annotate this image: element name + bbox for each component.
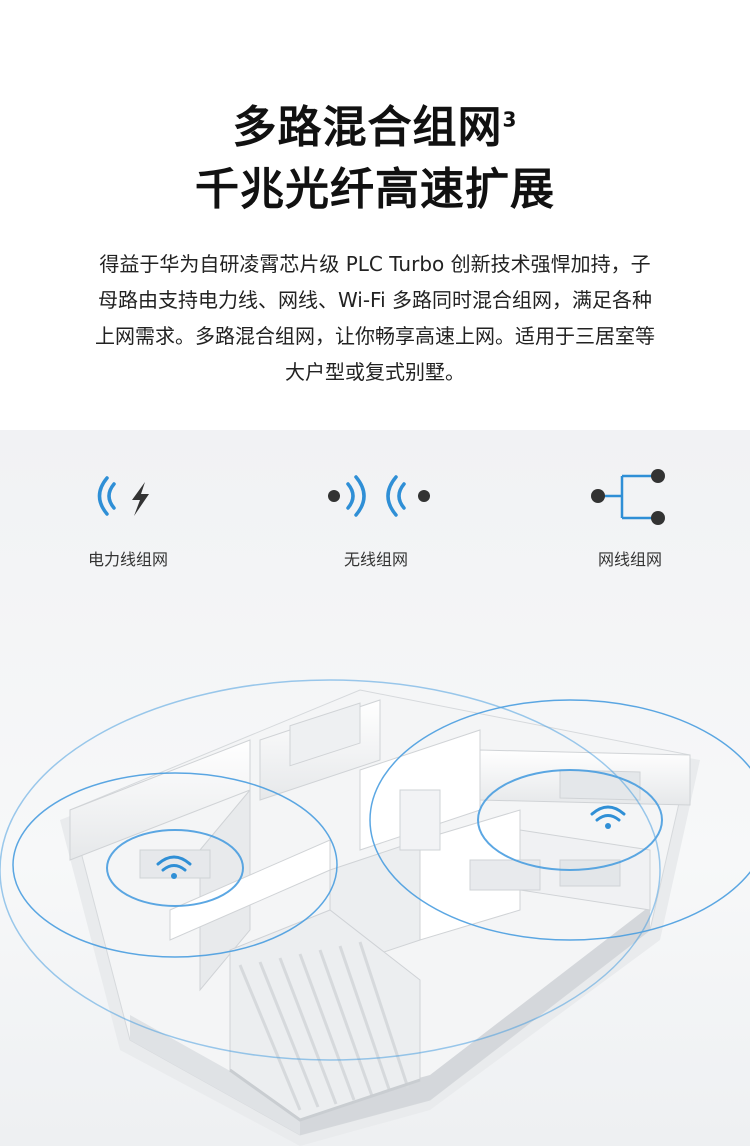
description-line1: 得益于华为自研凌霄芯片级 PLC Turbo 创新技术强悍加持，子 (99, 252, 651, 276)
floorplan-illustration (0, 610, 750, 1146)
wifi-icon (156, 855, 192, 872)
feature-label-powerline: 电力线组网 (87, 550, 168, 569)
description-line4: 大户型或复式别墅。 (285, 360, 465, 384)
description: 得益于华为自研凌霄芯片级 PLC Turbo 创新技术强悍加持，子 母路由支持电… (36, 246, 714, 390)
powerline-signal-icon (28, 460, 228, 540)
headline-line1-text: 多路混合组网 (232, 102, 503, 153)
feature-label-wireless: 无线组网 (343, 550, 408, 569)
description-line2: 母路由支持电力线、网线、Wi-Fi 多路同时混合组网，满足各种 (97, 288, 653, 312)
feature-wireless: 无线组网 (276, 460, 476, 569)
description-line3: 上网需求。多路混合组网，让你畅享高速上网。适用于三居室等 (95, 324, 655, 348)
feature-ethernet: 网线组网 (530, 460, 730, 569)
headline-line2: 千兆光纤高速扩展 (195, 164, 555, 215)
ethernet-branch-icon (530, 460, 730, 540)
header-section: 多路混合组网3 千兆光纤高速扩展 得益于华为自研凌霄芯片级 PLC Turbo … (0, 0, 750, 430)
footnote-marker: 3 (502, 107, 518, 132)
feature-powerline: 电力线组网 (28, 460, 228, 569)
wireless-signal-icon (276, 460, 476, 540)
headline-line1: 多路混合组网3 (0, 100, 750, 156)
feature-label-ethernet: 网线组网 (597, 550, 662, 569)
